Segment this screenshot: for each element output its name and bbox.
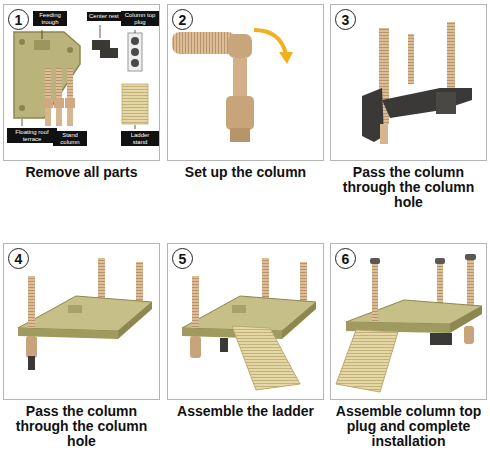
step-number: 5 <box>179 252 187 266</box>
column-setup <box>172 30 293 142</box>
part-label-tag: Feeding trough <box>33 11 67 26</box>
step-panel: Set up the column 2 <box>167 4 324 180</box>
step-caption: Pass the column through the column hole <box>330 165 487 210</box>
part-label-tag: Ladder stand <box>121 131 159 146</box>
step-number-circle: 5 <box>172 248 193 269</box>
step-caption: Pass the column through the column hole <box>3 404 160 449</box>
panel-frame <box>167 4 324 161</box>
ladder-assembly <box>182 258 316 390</box>
step-number: 1 <box>15 13 23 27</box>
step-caption: Assemble column top plug and complete in… <box>330 404 487 449</box>
part-label-tag: Stand column <box>53 131 87 146</box>
step-panel: Assemble column top plug and complete in… <box>330 243 487 449</box>
panel-frame <box>167 243 324 400</box>
step-panel: Assemble the ladder 5 <box>167 243 324 419</box>
part-name: Feeding trough <box>35 12 65 25</box>
step-number: 2 <box>179 13 187 27</box>
part-label-tag: Center rest <box>87 12 121 21</box>
part-name: Column top plug <box>123 12 157 25</box>
panel-frame <box>3 243 160 400</box>
part-name: Stand column <box>55 132 85 145</box>
step-panel: Pass the column through the column hole 3 <box>330 4 487 210</box>
parts-layout <box>14 25 148 129</box>
step-panel: Pass the column through the column hole 4 <box>3 243 160 449</box>
part-name: Floating roof terrace <box>9 129 55 142</box>
step-caption: Remove all parts <box>3 165 160 180</box>
step-number-circle: 3 <box>335 9 356 30</box>
columns-center-rest <box>362 22 472 144</box>
complete-installation <box>336 254 482 392</box>
panel-frame <box>330 243 487 400</box>
step-caption: Set up the column <box>167 165 324 180</box>
step-number: 4 <box>15 252 23 266</box>
terrace-columns <box>18 258 152 370</box>
part-label-tag: Floating roof terrace <box>7 128 57 143</box>
step-number-circle: 2 <box>172 9 193 30</box>
step-panel: Remove all parts 1 Feeding trough Center re… <box>3 4 160 180</box>
step-number-circle: 6 <box>335 248 356 269</box>
part-name: Ladder stand <box>123 132 157 145</box>
part-label-tag: Column top plug <box>121 11 159 26</box>
step-caption: Assemble the ladder <box>167 404 324 419</box>
step-number-circle: 4 <box>8 248 29 269</box>
panel-frame <box>330 4 487 161</box>
part-name: Center rest <box>89 13 119 20</box>
step-number-circle: 1 <box>8 9 29 30</box>
step-number: 6 <box>342 252 350 266</box>
step-number: 3 <box>342 13 350 27</box>
